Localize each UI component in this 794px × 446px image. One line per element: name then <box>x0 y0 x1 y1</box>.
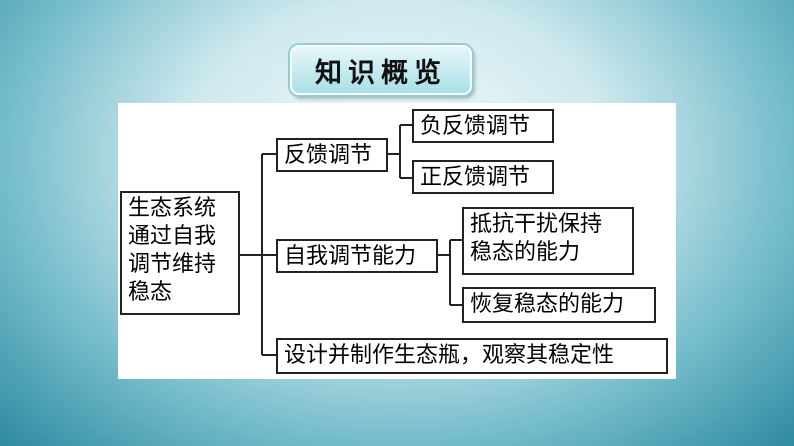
page-title: 知识概览 <box>290 45 472 95</box>
connector-lines <box>240 124 462 356</box>
ecobottle-experiment-node: 设计并制作生态瓶，观察其稳定性 <box>276 338 668 374</box>
self-regulation-node: 自我调节能力 <box>276 239 438 273</box>
negative-feedback-node: 负反馈调节 <box>412 109 554 143</box>
concept-map-panel: 生态系统 通过自我 调节维持 稳态 反馈调节 负反馈调节 正反馈调节 自我调节能… <box>118 103 676 379</box>
resistance-stability-node: 抵抗干扰保持 稳态的能力 <box>462 207 634 275</box>
resilience-stability-node: 恢复稳态的能力 <box>462 287 656 323</box>
root-node: 生态系统 通过自我 调节维持 稳态 <box>120 191 240 315</box>
feedback-regulation-node: 反馈调节 <box>276 138 388 172</box>
positive-feedback-node: 正反馈调节 <box>412 160 554 194</box>
